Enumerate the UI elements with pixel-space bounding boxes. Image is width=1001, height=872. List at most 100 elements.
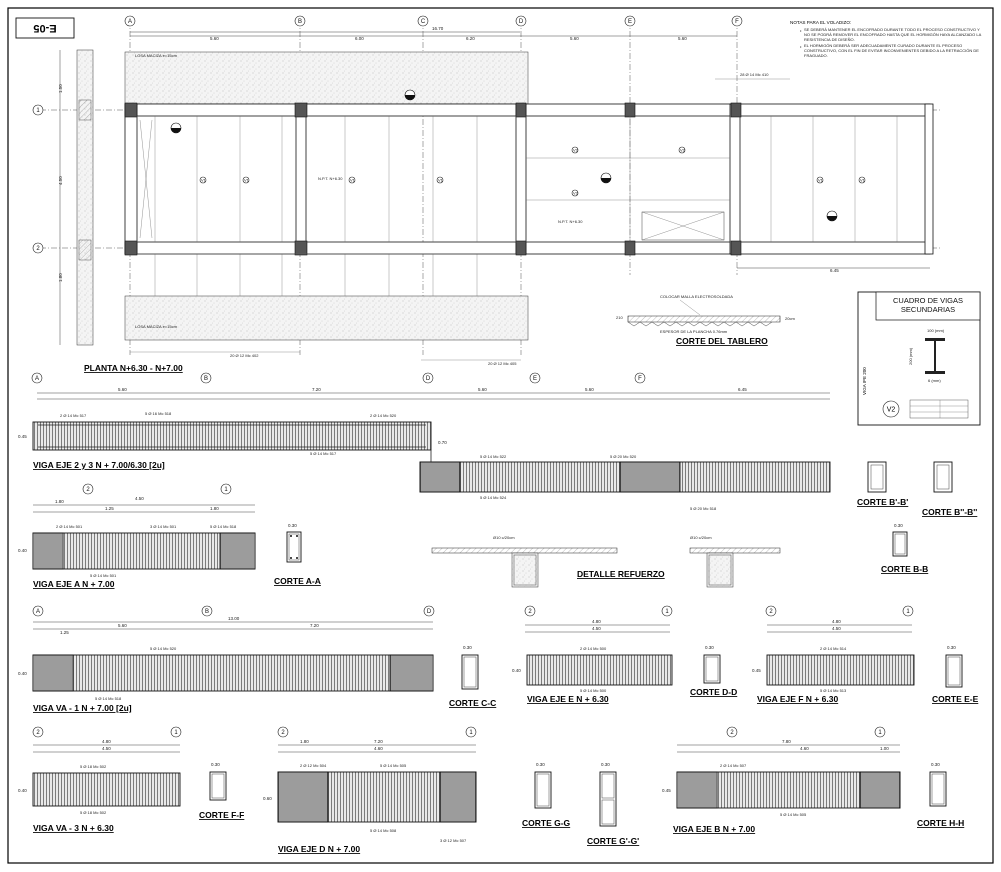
svg-text:5.60: 5.60 bbox=[678, 36, 687, 41]
svg-text:1.80: 1.80 bbox=[58, 273, 63, 282]
svg-text:1: 1 bbox=[665, 609, 669, 615]
beam-eje-b: 2 1 7.80 4.60 1.00 2 Ø 14 Mc 507 5 Ø 14 … bbox=[662, 726, 901, 834]
svg-text:5.60: 5.60 bbox=[570, 36, 579, 41]
svg-text:1.80: 1.80 bbox=[55, 499, 64, 504]
beam-eje-f: 2 1 4.80 4.50 2 Ø 14 Mc 514 5 Ø 14 Mc 51… bbox=[752, 605, 915, 704]
svg-text:1.25: 1.25 bbox=[60, 630, 69, 635]
svg-text:2 Ø 14 Mc 501: 2 Ø 14 Mc 501 bbox=[56, 524, 83, 529]
svg-text:1: 1 bbox=[36, 108, 40, 114]
svg-text:2 Ø 14 Mc 507: 2 Ø 14 Mc 507 bbox=[720, 763, 747, 768]
svg-text:VIGA IPE 200: VIGA IPE 200 bbox=[862, 367, 867, 395]
svg-text:0.45: 0.45 bbox=[752, 668, 761, 673]
svg-text:E: E bbox=[628, 19, 632, 25]
svg-text:20 Ø 12 Mc 402: 20 Ø 12 Mc 402 bbox=[230, 353, 259, 358]
svg-text:1: 1 bbox=[224, 487, 228, 493]
svg-text:6.00: 6.00 bbox=[355, 36, 364, 41]
svg-text:V1: V1 bbox=[860, 178, 866, 183]
svg-text:2: 2 bbox=[36, 246, 40, 252]
beam-3-title: VIGA VA - 1 N + 7.00 [2u] bbox=[33, 703, 132, 713]
top-cantilever-slab bbox=[124, 51, 529, 105]
plan-top-dimensions: 16.70 5.60 6.00 6.20 5.60 5.60 bbox=[130, 26, 737, 41]
svg-text:1: 1 bbox=[174, 730, 178, 736]
svg-text:0.30: 0.30 bbox=[601, 762, 610, 767]
svg-text:0.30: 0.30 bbox=[463, 645, 472, 650]
svg-text:CORTE B-B: CORTE B-B bbox=[881, 564, 928, 574]
cantilever-notes: NOTAS PARA EL VOLADIZO: • SE DEBERÁ MANT… bbox=[790, 20, 982, 58]
section-h-h: 0.30 CORTE H-H bbox=[917, 762, 964, 828]
svg-text:N.P.T. N+6.30: N.P.T. N+6.30 bbox=[558, 219, 583, 224]
svg-text:A: A bbox=[128, 19, 132, 25]
svg-text:ESPESOR DE LA PLANCHA 0.76mm: ESPESOR DE LA PLANCHA 0.76mm bbox=[660, 329, 728, 334]
beam-2-title: VIGA EJE A N + 7.00 bbox=[33, 579, 115, 589]
svg-text:2 Ø 14 Mc 514: 2 Ø 14 Mc 514 bbox=[820, 646, 847, 651]
svg-text:210: 210 bbox=[616, 315, 623, 320]
svg-text:0.30: 0.30 bbox=[705, 645, 714, 650]
svg-text:7.80: 7.80 bbox=[782, 739, 791, 744]
svg-text:•: • bbox=[800, 28, 802, 33]
svg-text:2: 2 bbox=[769, 609, 773, 615]
plan-beam-tags: V1 V1 V1 V1 V2 V2 V2 V1 V1 bbox=[199, 146, 866, 197]
plan-columns bbox=[124, 102, 742, 256]
sheet-code: E-05 bbox=[33, 22, 56, 34]
svg-text:4.50: 4.50 bbox=[58, 176, 63, 185]
section-a-a: 0.30 CORTE A-A bbox=[274, 523, 321, 586]
svg-text:1: 1 bbox=[878, 730, 882, 736]
svg-text:4.60: 4.60 bbox=[800, 746, 809, 751]
bottom-cantilever-slab bbox=[124, 295, 529, 341]
beam-eje-e: 2 1 4.80 4.50 2 Ø 14 Mc 500 5 Ø 14 Mc 50… bbox=[512, 605, 673, 704]
svg-text:4.50: 4.50 bbox=[592, 626, 601, 631]
svg-text:V1: V1 bbox=[350, 178, 356, 183]
svg-text:LOSA MACIZA e=15cm: LOSA MACIZA e=15cm bbox=[135, 53, 178, 58]
svg-text:B: B bbox=[205, 609, 209, 615]
svg-text:CORTE A-A: CORTE A-A bbox=[274, 576, 321, 586]
svg-text:F: F bbox=[735, 19, 739, 25]
svg-text:0.30: 0.30 bbox=[536, 762, 545, 767]
svg-text:6.45: 6.45 bbox=[738, 387, 747, 392]
svg-text:13.00: 13.00 bbox=[228, 616, 240, 621]
svg-text:5 Ø 18 Mc 502: 5 Ø 18 Mc 502 bbox=[80, 764, 107, 769]
svg-text:28 Ø 14 Mc 410: 28 Ø 14 Mc 410 bbox=[740, 72, 769, 77]
beam-eje-a: 2 1 1.80 4.50 1.25 1.80 2 Ø 14 Mc 501 3 … bbox=[18, 483, 256, 589]
svg-text:•: • bbox=[800, 44, 802, 49]
svg-text:2 Ø 14 Mc 500: 2 Ø 14 Mc 500 bbox=[580, 646, 607, 651]
svg-text:0.40: 0.40 bbox=[18, 788, 27, 793]
svg-text:V2: V2 bbox=[573, 191, 579, 196]
svg-text:200 (mm): 200 (mm) bbox=[908, 347, 913, 365]
svg-text:0.30: 0.30 bbox=[931, 762, 940, 767]
svg-text:0.70: 0.70 bbox=[438, 440, 447, 445]
svg-text:CORTE E-E: CORTE E-E bbox=[932, 694, 979, 704]
svg-text:1.25: 1.25 bbox=[105, 506, 114, 511]
svg-text:16.70: 16.70 bbox=[432, 26, 444, 31]
svg-text:4.80: 4.80 bbox=[592, 619, 601, 624]
svg-text:5 Ø 14 Mc 518: 5 Ø 14 Mc 518 bbox=[95, 696, 122, 701]
beam-va-1: A B D 5.60 13.00 7.20 1.25 5 Ø 14 Mc 520… bbox=[18, 605, 435, 713]
section-c-c: 0.30 CORTE C-C bbox=[449, 645, 496, 708]
section-d-d: 0.30 CORTE D-D bbox=[690, 645, 737, 697]
svg-text:6.45: 6.45 bbox=[830, 268, 839, 273]
svg-text:5.60: 5.60 bbox=[585, 387, 594, 392]
floor-plan: A B C D E F 1 2 16.70 5.60 6.00 6.20 5.6… bbox=[32, 15, 940, 373]
svg-text:4.50: 4.50 bbox=[135, 496, 144, 501]
beam-6-title: VIGA VA - 3 N + 6.30 bbox=[33, 823, 114, 833]
svg-text:7.20: 7.20 bbox=[374, 739, 383, 744]
svg-text:CORTE G-G: CORTE G-G bbox=[522, 818, 571, 828]
svg-text:0.30: 0.30 bbox=[211, 762, 220, 767]
svg-text:0.30: 0.30 bbox=[288, 523, 297, 528]
deck-section: COLOCAR MALLA ELECTROSOLDADA ESPESOR DE … bbox=[616, 294, 795, 346]
svg-text:A: A bbox=[35, 376, 39, 382]
svg-text:1.80: 1.80 bbox=[210, 506, 219, 511]
svg-text:5 Ø 18 Mc 502: 5 Ø 18 Mc 502 bbox=[80, 810, 107, 815]
svg-text:4.80: 4.80 bbox=[102, 739, 111, 744]
svg-text:5.60: 5.60 bbox=[478, 387, 487, 392]
section-b-series: CORTE B'-B' CORTE B''-B'' 0.30 CORTE B-B bbox=[857, 461, 977, 574]
svg-text:B: B bbox=[298, 19, 302, 25]
section-g-series: 0.30 CORTE G-G 0.30 CORTE G'-G' bbox=[522, 762, 639, 846]
note-item-1: SE DEBERÁ MANTENER EL ENCOFRADO DURANTE … bbox=[804, 27, 982, 42]
svg-text:B: B bbox=[204, 376, 208, 382]
svg-text:1.50: 1.50 bbox=[58, 84, 63, 93]
svg-text:1: 1 bbox=[906, 609, 910, 615]
svg-text:V1: V1 bbox=[244, 178, 250, 183]
svg-text:V1: V1 bbox=[201, 178, 207, 183]
svg-text:2: 2 bbox=[86, 487, 90, 493]
deck-section-title: CORTE DEL TABLERO bbox=[676, 336, 768, 346]
